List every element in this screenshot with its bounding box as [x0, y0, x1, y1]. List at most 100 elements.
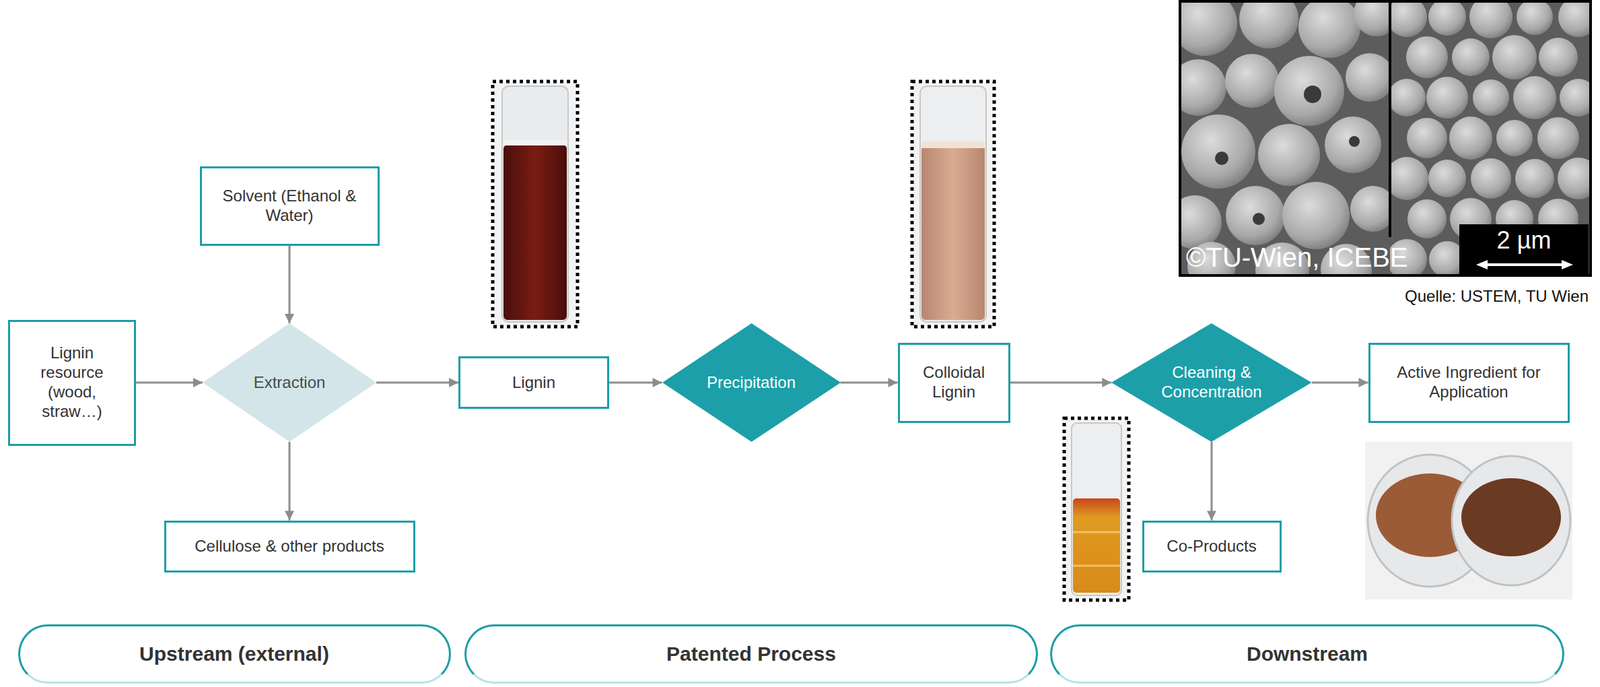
vial-glass [920, 86, 987, 322]
sphere [1470, 158, 1512, 199]
vial-meniscus [921, 141, 985, 149]
photo-ground [913, 82, 993, 326]
scale-bar-head [1476, 259, 1488, 270]
image-frame [1179, 1, 1591, 276]
sphere [1298, 0, 1361, 58]
product-box: Active Ingredient for Application [1368, 342, 1570, 423]
process-diamond: Extraction [202, 323, 377, 442]
photo-ground [1065, 419, 1128, 599]
sphere [1353, 0, 1390, 37]
sphere-hole [1303, 85, 1322, 103]
stage-band: Upstream (external) [18, 623, 451, 684]
node-text: Lignin [512, 372, 556, 393]
stage-band: Downstream [1050, 623, 1565, 684]
sem-ground [1178, 0, 1592, 277]
scale-label: 2 µm [1459, 226, 1589, 255]
output-box: Cellulose & other products [164, 520, 416, 573]
image-divider [1388, 0, 1392, 237]
sphere [1389, 156, 1429, 200]
node-text: Precipitation [706, 372, 796, 393]
diamond-shape [202, 323, 377, 442]
diamond-shape [1111, 323, 1312, 442]
output-box: Co-Products [1142, 520, 1282, 573]
sphere [1350, 185, 1390, 232]
input-box: Solvent (Ethanol & Water) [199, 166, 380, 246]
sphere [1406, 36, 1448, 79]
scale-bar [1484, 263, 1565, 266]
flow-arrow [1210, 441, 1213, 521]
sphere [1239, 0, 1299, 49]
sem-image [1167, 0, 1600, 297]
sphere [1472, 79, 1510, 116]
node-text: Downstream [1246, 642, 1368, 666]
sphere [1449, 116, 1493, 160]
vial-photo [1064, 418, 1129, 600]
sphere-group [1178, 0, 1390, 277]
scale-bar-ground [1459, 224, 1589, 276]
sphere [1513, 76, 1557, 120]
sphere [1515, 158, 1555, 198]
sphere [1537, 117, 1580, 159]
stage-band: Patented Process [464, 623, 1038, 684]
node-text: Cleaning & Concentration [1153, 362, 1271, 402]
liquid-layer [1072, 564, 1121, 567]
photo-ground [494, 82, 577, 326]
flow-arrow [609, 381, 663, 384]
sphere-hole [1214, 151, 1229, 165]
sphere [1345, 53, 1390, 102]
node-text: Patented Process [666, 642, 837, 666]
sphere [1557, 157, 1592, 200]
sphere [1559, 78, 1592, 117]
flow-arrow [1311, 381, 1369, 384]
vial-liquid [503, 144, 567, 320]
source-note: Quelle: USTEM, TU Wien [1404, 286, 1589, 306]
sphere [1496, 119, 1533, 157]
scale-bar-head [1561, 259, 1574, 270]
powder [1461, 477, 1561, 556]
flow-arrow [135, 381, 203, 384]
sphere [1407, 199, 1447, 239]
vial-liquid [1072, 498, 1121, 593]
petri-dish [1451, 455, 1571, 585]
dotted-frame [492, 81, 578, 327]
sphere-group [1389, 0, 1592, 277]
sphere [1428, 159, 1467, 198]
dotted-frame [912, 81, 995, 327]
flow-arrow [376, 381, 459, 384]
node-text: Colloidal Lignin [910, 362, 998, 402]
vial-glass [1071, 422, 1122, 596]
liquid-layer [1072, 531, 1121, 534]
vial-glass [502, 86, 569, 322]
copyright-note: ©TU-Wien, ICEBE [1186, 242, 1409, 273]
sphere-hole [1348, 135, 1360, 147]
product-box: Lignin [458, 356, 610, 409]
sphere [1451, 38, 1490, 77]
sphere [1389, 0, 1428, 38]
sphere [1258, 123, 1320, 186]
process-diamond: Cleaning & Concentration [1111, 323, 1312, 442]
vial-meniscus [503, 140, 567, 146]
sphere [1426, 76, 1469, 119]
sphere [1178, 59, 1227, 116]
powder-photo [1365, 441, 1573, 600]
sphere [1558, 0, 1592, 38]
node-text: Extraction [253, 372, 326, 393]
flow-arrow [288, 441, 291, 521]
node-text: Lignin resource (wood, straw…) [30, 343, 115, 421]
resource-box: Lignin resource (wood, straw…) [8, 319, 136, 446]
flow-arrow [1010, 381, 1112, 384]
flow-arrow [840, 381, 898, 384]
sphere [1324, 116, 1382, 173]
node-text: Solvent (Ethanol & Water) [212, 186, 367, 226]
node-text: Upstream (external) [139, 642, 330, 666]
sphere [1492, 35, 1537, 80]
node-text: Active Ingredient for Application [1379, 362, 1559, 402]
sphere [1406, 117, 1448, 159]
vial-photo [492, 81, 578, 327]
sphere [1389, 78, 1426, 117]
diamond-shape [662, 323, 841, 442]
photo-ground [1365, 441, 1573, 600]
sphere [1274, 55, 1345, 126]
flow-arrow [288, 245, 291, 324]
